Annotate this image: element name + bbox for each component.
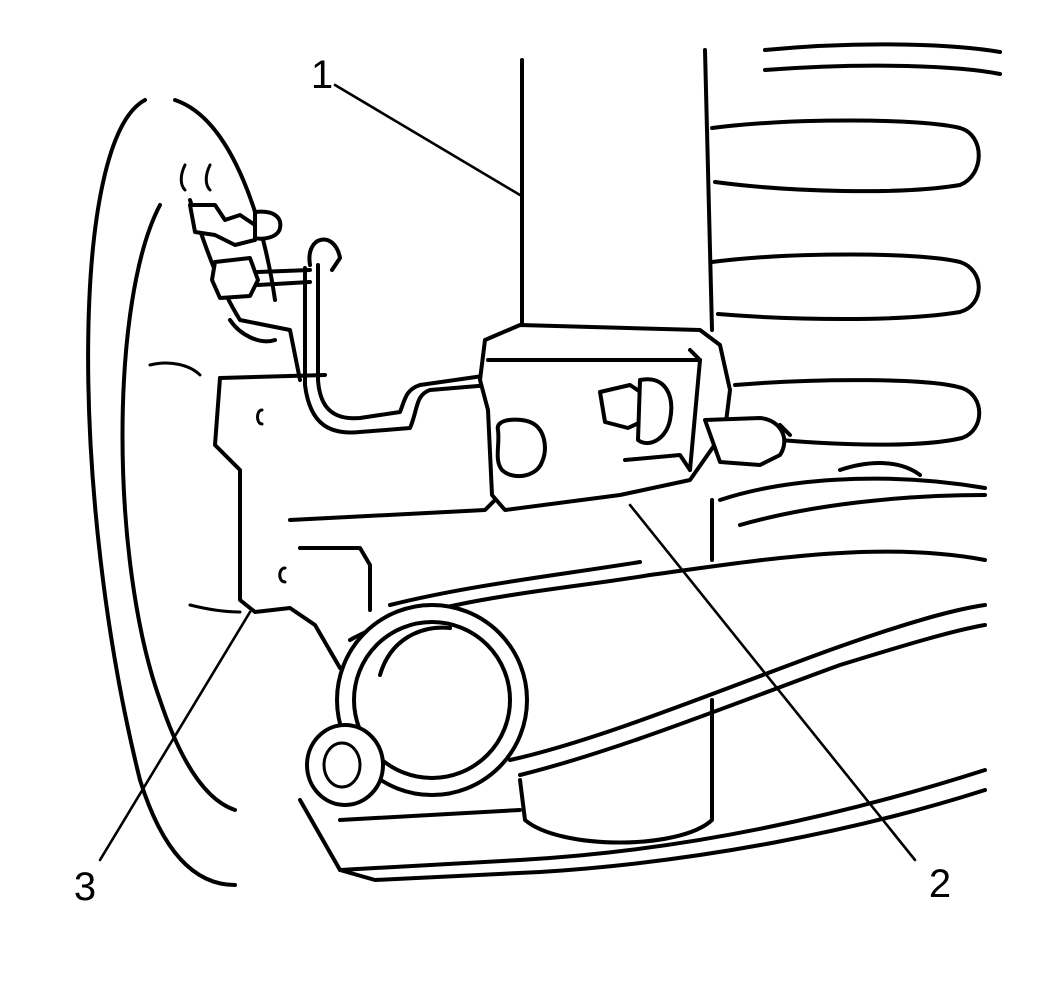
brake-hose (303, 237, 602, 435)
lower-control-arm (348, 461, 987, 777)
leader-line-1 (333, 83, 522, 197)
callout-1: 1 (311, 53, 333, 97)
leader-line-2 (628, 503, 917, 862)
strut-tube (518, 48, 714, 845)
coil-spring (710, 42, 1002, 447)
callout-2: 2 (929, 862, 951, 906)
steering-knuckle (213, 373, 497, 670)
control-arm-bushing (305, 603, 529, 807)
brake-caliper (188, 198, 312, 382)
subframe (298, 768, 987, 882)
leader-lines (98, 83, 917, 862)
sensor-bracket (478, 323, 792, 512)
leader-line-3 (98, 610, 252, 862)
callout-3: 3 (74, 865, 96, 909)
